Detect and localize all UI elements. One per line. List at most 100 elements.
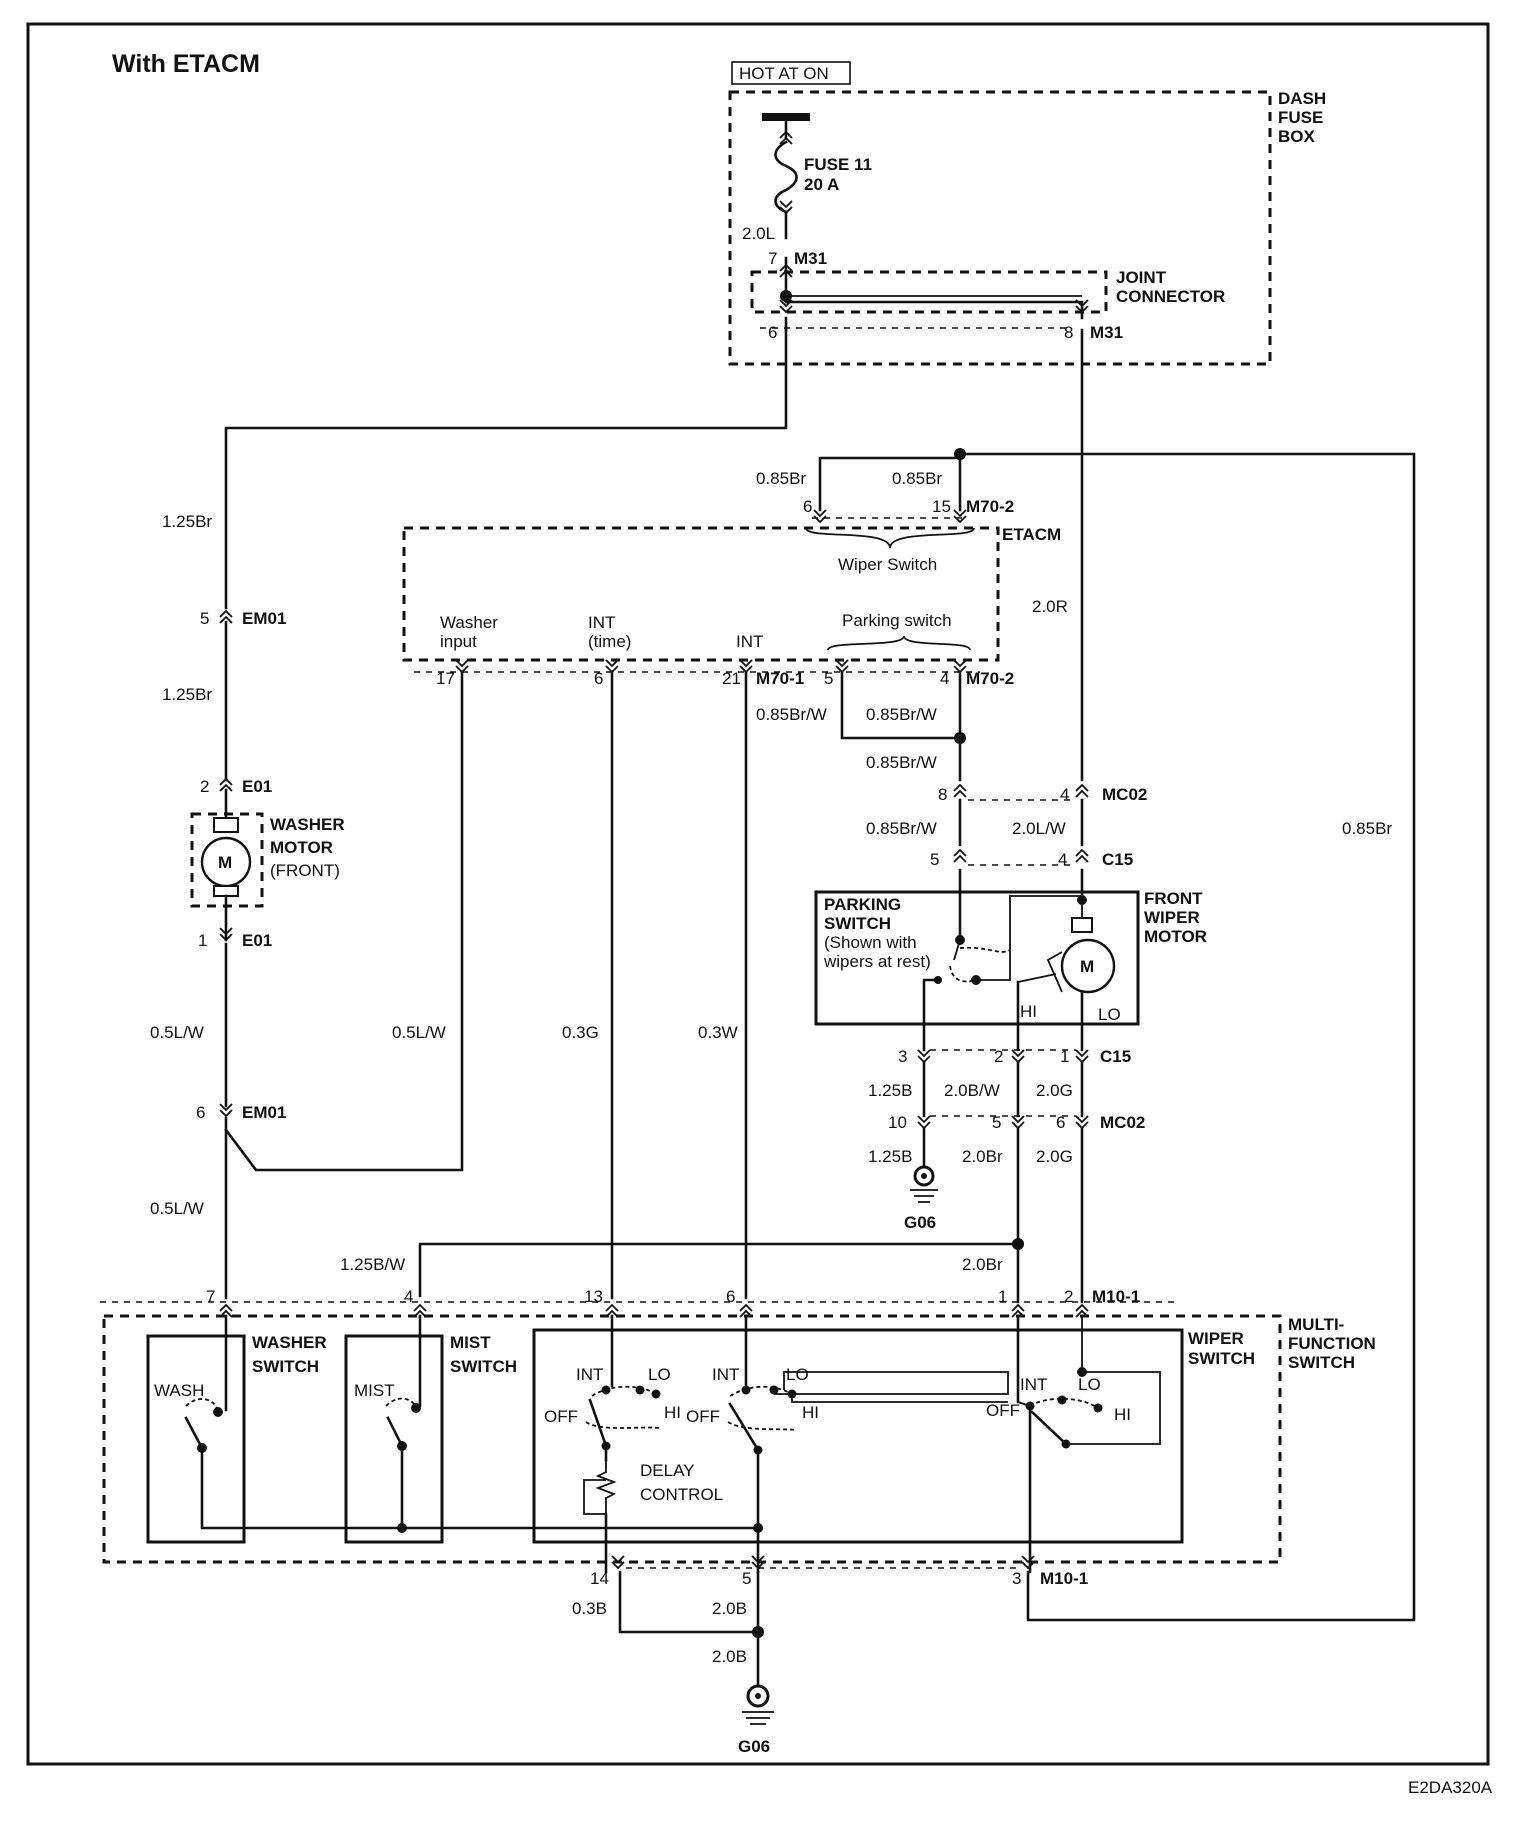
wiper-switch-contact-1 xyxy=(588,1398,608,1448)
pin-4-mc02: 4 xyxy=(1060,785,1069,804)
front-wiper-motor-label: FRONT WIPER MOTOR xyxy=(1144,889,1207,946)
diagram-code: E2DA320A xyxy=(1408,1778,1493,1797)
pin-6-m10-1: 6 xyxy=(726,1287,735,1306)
pin-2-e01: 2 xyxy=(200,777,209,796)
pin-14-m10-1: 14 xyxy=(590,1569,609,1588)
joint-connector-label: JOINT CONNECTOR xyxy=(1116,268,1225,306)
int-label: INT xyxy=(736,632,763,651)
parking-switch-label: PARKING SWITCH xyxy=(824,895,906,933)
mist-switch-contact xyxy=(386,1416,404,1448)
parking-switch-note: (Shown with wipers at rest) xyxy=(823,933,931,971)
washer-switch-contact xyxy=(184,1416,204,1450)
wire-label-0-3B: 0.3B xyxy=(572,1599,607,1618)
power-bus-bar xyxy=(762,113,810,121)
ground-g06-upper-label: G06 xyxy=(904,1213,936,1232)
connector-m31-bottom: M31 xyxy=(1090,323,1123,342)
etacm-parking-switch-label: Parking switch xyxy=(842,611,952,630)
dash-fuse-box xyxy=(728,90,1272,366)
pin-6-m70-1: 6 xyxy=(594,669,603,688)
wiper-switch-box xyxy=(532,1328,1184,1544)
mist-label: MIST xyxy=(354,1381,395,1400)
connector-em01-bottom: EM01 xyxy=(242,1103,286,1122)
washer-motor-front-label: (FRONT) xyxy=(270,861,340,880)
wire-0-85Br-loop-left xyxy=(818,456,962,512)
etacm-wiper-switch-label: Wiper Switch xyxy=(838,555,937,574)
wire-label-0-85Br-a: 0.85Br xyxy=(756,469,806,488)
pin-15-m70-2: 15 xyxy=(932,497,951,516)
wire-label-2-0B-a: 2.0B xyxy=(712,1599,747,1618)
multi-function-switch-box xyxy=(102,1314,1282,1564)
pin-5-mc02: 5 xyxy=(992,1113,1001,1132)
pin-2-m10-1: 2 xyxy=(1064,1287,1073,1306)
joint-connector-box xyxy=(750,270,1108,314)
mist-switch-box xyxy=(344,1334,444,1544)
wire-label-2-0B-b: 2.0B xyxy=(712,1647,747,1666)
wiper-lo-label-2: LO xyxy=(786,1365,809,1384)
wire-label-2-0G-b: 2.0G xyxy=(1036,1147,1073,1166)
mist-switch-label: MIST SWITCH xyxy=(450,1333,517,1376)
hot-at-on-label: HOT AT ON xyxy=(739,64,829,83)
connector-c15-top: C15 xyxy=(1102,850,1133,869)
connector-c15-bottom: C15 xyxy=(1100,1047,1131,1066)
pin-5-m10-1: 5 xyxy=(742,1569,751,1588)
washer-motor-m-label: M xyxy=(218,853,232,872)
wire-label-0-85Br-c: 0.85Br xyxy=(1342,819,1392,838)
pin-8-mc02: 8 xyxy=(938,785,947,804)
pin-6-em01: 6 xyxy=(196,1103,205,1122)
wire-label-1-25BW: 1.25B/W xyxy=(340,1255,405,1274)
wire-1-25Br-top xyxy=(224,328,788,610)
pin-3-c15: 3 xyxy=(898,1047,907,1066)
pin-1-c15: 1 xyxy=(1060,1047,1069,1066)
wire-label-0-5LW-a: 0.5L/W xyxy=(150,1023,204,1042)
multi-function-switch-label: MULTI- FUNCTION SWITCH xyxy=(1288,1315,1381,1372)
connector-e01-bottom: E01 xyxy=(242,931,272,950)
wiper-hi-label-1: HI xyxy=(664,1403,681,1422)
pin-6-m31: 6 xyxy=(768,323,777,342)
pin-4-c15: 4 xyxy=(1058,850,1067,869)
pin-6-m70-2: 6 xyxy=(803,497,812,516)
diagram-title: With ETACM xyxy=(112,50,260,78)
wire-label-0-3W: 0.3W xyxy=(698,1023,738,1042)
wiper-hi-label-3: HI xyxy=(1114,1405,1131,1424)
wire-label-0-3G: 0.3G xyxy=(562,1023,599,1042)
pin-5-c15: 5 xyxy=(930,850,939,869)
wire-label-2-0Br-b: 2.0Br xyxy=(962,1255,1003,1274)
wiper-int-label-2: INT xyxy=(712,1365,739,1384)
washer-motor-label: WASHER MOTOR xyxy=(270,815,349,857)
wire-label-0-5LW-b: 0.5L/W xyxy=(392,1023,446,1042)
wiper-lo-label-3: LO xyxy=(1078,1375,1101,1394)
wiper-hi-label-2: HI xyxy=(802,1403,819,1422)
pin-21-m70-1: 21 xyxy=(722,669,741,688)
pin-2-c15: 2 xyxy=(994,1047,1003,1066)
wire-label-0-85BrW-d: 0.85Br/W xyxy=(866,819,937,838)
pin-7-m31: 7 xyxy=(768,249,777,268)
motor-hi-label: HI xyxy=(1020,1002,1037,1021)
front-wiper-motor-box xyxy=(814,890,1140,1026)
pin-1-m10-1: 1 xyxy=(998,1287,1007,1306)
pin-1-e01: 1 xyxy=(198,931,207,950)
wire-label-2-0R: 2.0R xyxy=(1032,597,1068,616)
washer-switch-label: WASHER SWITCH xyxy=(252,1333,331,1376)
pin-5-m70-2: 5 xyxy=(824,669,833,688)
connector-e01-top: E01 xyxy=(242,777,272,796)
pin-10-mc02: 10 xyxy=(888,1113,907,1132)
connector-m70-1: M70-1 xyxy=(756,669,804,688)
washer-input-label: Washer input xyxy=(440,613,503,651)
wire-label-2-0BW: 2.0B/W xyxy=(944,1081,1000,1100)
connector-m70-2-top: M70-2 xyxy=(966,497,1014,516)
pin-6-mc02: 6 xyxy=(1056,1113,1065,1132)
wire-label-2-0L: 2.0L xyxy=(742,224,775,243)
front-motor-m-label: M xyxy=(1080,957,1094,976)
pin-8-m31: 8 xyxy=(1064,323,1073,342)
wire-label-0-85Br-b: 0.85Br xyxy=(892,469,942,488)
motor-lo-label: LO xyxy=(1098,1005,1121,1024)
wire-label-2-0Br-a: 2.0Br xyxy=(962,1147,1003,1166)
parking-switch-contact xyxy=(953,939,961,961)
joint-bus xyxy=(784,294,1084,320)
pin-7-m10-1: 7 xyxy=(206,1287,215,1306)
connector-em01-top: EM01 xyxy=(242,609,286,628)
wash-label: WASH xyxy=(154,1381,204,1400)
ground-g06-lower-label: G06 xyxy=(738,1737,770,1756)
wire-1-25BW xyxy=(418,1242,1020,1298)
